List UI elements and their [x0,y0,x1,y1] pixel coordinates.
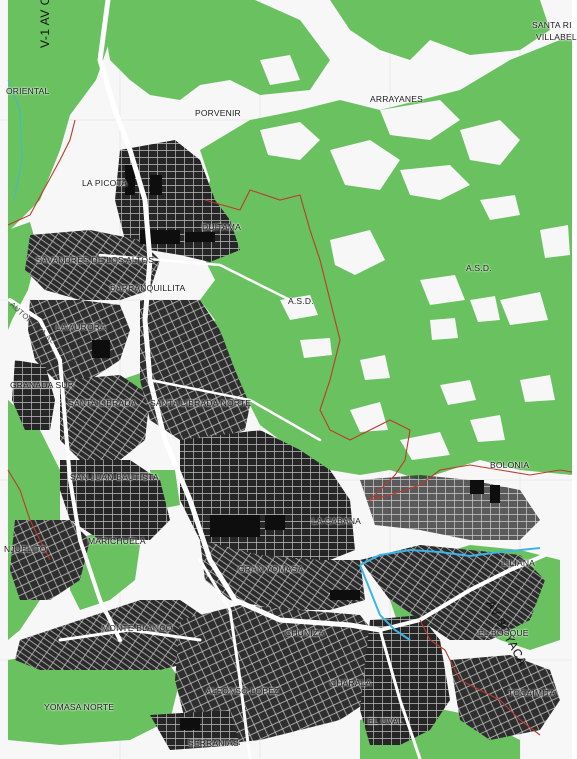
place-label-arrayanes: ARRAYANES [370,94,423,104]
place-label-granada-sur: GRANADA SUR [10,380,75,390]
west-creek [7,79,23,201]
place-label-san-juan-bautista: SAN JUAN BAUTISTA [70,472,159,482]
place-label-santa-librada: SANTA LIBRADA [68,398,137,408]
place-label-charala: CHARALA [330,678,372,688]
place-label-oriental: ORIENTAL [6,86,50,96]
place-label-monte-blanco: MONTE BLANCO [102,623,173,633]
place-label-la-aurora: LA AURORA [56,322,106,332]
place-label-duitama: DUITAMA [202,222,242,232]
place-label-tocaimita: TOCAIMITA [508,688,556,698]
place-label-bolonia: BOLONIA [490,460,530,470]
roads [8,0,547,759]
place-label-gran-yomasa: GRAN YOMASA [238,564,304,574]
place-label-la-picota: LA PICOTA [82,178,128,188]
place-label-santa-librada-norte: SANTA LIBRADA NORTE [150,398,252,408]
place-label-juelito: NJUELITO [4,544,47,554]
place-label-chuniza: CHUNIZA [285,628,325,638]
place-label-alfonso-lopez: ALFONSO LOPEZ [206,686,280,696]
place-label-la-cabana: LA CABANA [312,516,362,526]
place-label-liliana: LILIANA [502,558,536,568]
place-label-marichuela: MARICHUELA [88,536,146,546]
place-label-villabello: VILLABEL [536,32,577,42]
place-label-porvenir: PORVENIR [195,108,241,118]
place-label-el-uval: EL UVAL [368,716,404,726]
river [359,547,541,641]
place-label-asd-center: A.S.D. [288,296,314,306]
place-label-santa-rita: SANTA RI [532,20,572,30]
clearings [260,55,570,460]
place-label-barranquillita: BARRANQUILLITA [110,283,186,293]
district-boundary [7,119,573,736]
place-label-asd-east: A.S.D. [466,263,492,273]
place-label-savanales: SAVANDRES DE LOS ALTOS [36,255,155,265]
place-label-serranias: SERRANIAS [188,738,239,748]
place-label-yomasa-norte: YOMASA NORTE [44,702,115,712]
road-label-caracas: V-1 AV CARACAS [38,0,52,48]
place-label-el-bosque: EL BOSQUE [478,628,529,638]
